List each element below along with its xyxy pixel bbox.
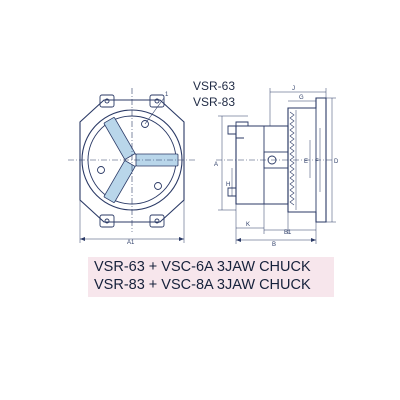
dim-f-label: F xyxy=(315,159,319,165)
caption-highlight xyxy=(88,257,334,297)
dim-b1-label: B1 xyxy=(284,230,292,236)
tab-hole-2 xyxy=(154,98,160,104)
model-label: VSR-63 xyxy=(193,79,236,93)
caption-line-2: VSR-83 + VSC-8A 3JAW CHUCK xyxy=(94,277,311,293)
dim-d-label: D xyxy=(334,159,339,165)
side-jaw-steps-upper xyxy=(227,125,236,135)
front-view xyxy=(68,88,196,243)
callout-1-label: 1 xyxy=(165,92,169,98)
side-view xyxy=(216,88,336,244)
mount-tab-bottom-left xyxy=(99,214,115,228)
dim-b-label: B xyxy=(272,242,276,248)
tab-hole-3 xyxy=(104,218,110,224)
mount-tab-top-right xyxy=(149,94,165,108)
dim-e-label: E xyxy=(304,159,308,165)
dim-k-label: K xyxy=(246,222,250,228)
callout-leader xyxy=(144,97,165,125)
model-labels: VSR-63 VSR-83 xyxy=(193,78,235,110)
side-jaw-upper xyxy=(235,121,249,139)
bolt-hole-top xyxy=(141,120,149,128)
tab-hole-4 xyxy=(154,218,160,224)
front-body-outline xyxy=(79,99,185,223)
jaw-upper-left xyxy=(103,117,136,160)
tab-hole-1 xyxy=(104,98,110,104)
dim-g-label: G xyxy=(299,95,304,101)
dim-a-label: A xyxy=(214,162,218,168)
mount-tab-bottom-right xyxy=(149,214,165,228)
dim-j-label: J xyxy=(292,86,295,92)
jaw-lower-left xyxy=(103,160,136,203)
mount-tab-top-left xyxy=(99,94,115,108)
bolt-hole-left xyxy=(97,166,105,174)
dim-a1-label: A1 xyxy=(127,240,135,246)
caption-line-1: VSR-63 + VSC-6A 3JAW CHUCK xyxy=(94,259,311,275)
side-gear-teeth xyxy=(289,111,295,206)
dim-h-label: H xyxy=(226,182,230,188)
bolt-hole-right xyxy=(154,182,162,190)
model-label: VSR-83 xyxy=(193,95,236,109)
